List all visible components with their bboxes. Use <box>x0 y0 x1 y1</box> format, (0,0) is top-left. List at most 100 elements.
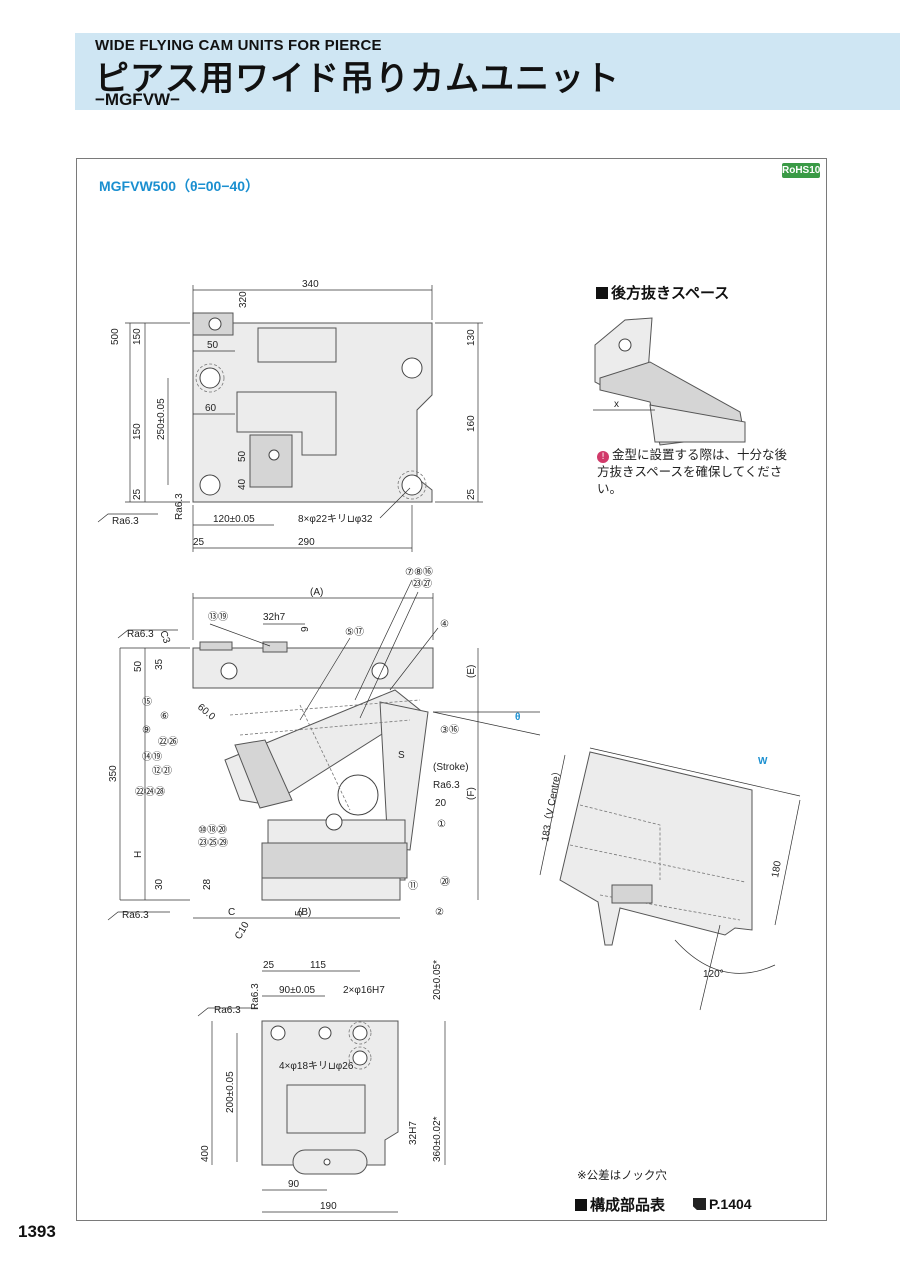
dim-200: 200±0.05 <box>225 1071 236 1113</box>
dim-250: 250±0.05 <box>156 398 167 440</box>
dim-25-bot: 25 <box>263 960 275 971</box>
callout-9: ⑨ <box>142 725 151 736</box>
tolerance-note: ※公差はノック穴 <box>577 1168 667 1182</box>
center-hole <box>268 449 280 461</box>
callout-5-17: ⑤⑰ <box>345 626 364 638</box>
callout-11: ⑪ <box>408 880 418 892</box>
dim-60: 60 <box>205 403 217 414</box>
callout-14-19: ⑭⑲ <box>142 751 162 763</box>
dim-25b: 25 <box>193 537 205 548</box>
side-view: W 183（V Centre） 180 120° <box>539 747 801 1011</box>
bolt-hole <box>199 474 221 496</box>
dim-130: 130 <box>466 329 477 346</box>
dim-28: 28 <box>202 878 213 890</box>
callout-2: ② <box>435 907 444 918</box>
tab-hole <box>208 317 222 331</box>
bolt-hole <box>401 357 423 379</box>
top-view: 340 500 150 150 25 320 50 60 250±0.05 50… <box>97 279 483 552</box>
dim-190: 190 <box>320 1201 337 1212</box>
callout-15: ⑮ <box>142 696 152 708</box>
parts-table-text: 構成部品表 <box>590 1196 666 1214</box>
ra-top-2: Ra6.3 <box>174 493 185 520</box>
rear-space-title-text: 後方抜きスペース <box>611 284 730 302</box>
product-code: −MGFVW− <box>95 90 181 109</box>
dim-50: 50 <box>207 340 219 351</box>
title-japanese: ピアス用ワイド吊りカムユニット <box>95 59 620 99</box>
callout-1: ① <box>437 819 446 830</box>
caution-icon: ! <box>597 451 609 463</box>
mid-pocket <box>236 391 337 456</box>
rear-space-note: !金型に設置する際は、十分な後方抜きスペースを確保してください。 <box>597 446 787 497</box>
rear-space-x: x <box>614 399 619 410</box>
parts-ref-link[interactable]: P.1404 <box>693 1196 752 1212</box>
dim-40: 40 <box>237 478 248 490</box>
drawing-frame <box>76 158 827 1221</box>
counterbore <box>397 470 427 500</box>
parts-table-title: 構成部品表 <box>575 1194 665 1215</box>
dim-B: (B) <box>298 907 311 918</box>
dim-350: 350 <box>108 765 119 782</box>
ra-front-1: Ra6.3 <box>127 629 154 640</box>
dim-50f: 50 <box>133 660 144 672</box>
callout-20: ⑳ <box>440 876 450 888</box>
ra-front-3: Ra6.3 <box>122 910 149 921</box>
callout-13-19: ⑬⑲ <box>208 611 228 623</box>
rohs-badge: RoHS10 <box>782 163 821 178</box>
parts-ref-text: P.1404 <box>709 1196 752 1212</box>
dim-C: C <box>228 907 235 918</box>
bolt-hole <box>199 367 221 389</box>
counterbore <box>195 363 225 393</box>
side-body <box>559 751 753 946</box>
dim-160: 160 <box>466 415 477 432</box>
callout-3-16: ③⑯ <box>440 724 459 736</box>
callout-23-25-29: ㉓㉕㉙ <box>198 837 228 849</box>
rear-space-note-text: 金型に設置する際は、十分な後方抜きスペースを確保してください。 <box>597 447 788 496</box>
header-band <box>75 33 900 110</box>
dim-180: 180 <box>770 860 784 879</box>
square-bullet-icon <box>596 287 608 299</box>
front-view: (A) 32h7 9 50 35 350 H 30 28 60.0 (E) (F… <box>107 566 541 942</box>
dim-C10: C10 <box>233 920 252 942</box>
callout-7-8-16: ⑦⑧⑯ <box>405 566 433 578</box>
dim-183: 183（V Centre） <box>539 765 564 842</box>
dim-C3: C3 <box>157 629 172 645</box>
page-reference-icon <box>693 1198 706 1210</box>
dim-9: 9 <box>300 626 311 632</box>
dim-340: 340 <box>302 279 319 290</box>
callout-6: ⑥ <box>160 711 169 722</box>
dim-20tol: 20±0.05* <box>432 960 443 1000</box>
dim-5: 5 <box>294 910 305 916</box>
dim-90tol: 90±0.05 <box>279 985 316 996</box>
dim-500: 500 <box>110 328 121 345</box>
dim-290: 290 <box>298 537 315 548</box>
dim-32H7: 32H7 <box>408 1121 419 1145</box>
model-label: MGFVW500（θ=00−40） <box>99 178 260 194</box>
bottom-view: 25 115 90±0.05 2×φ16H7 20±0.05* Ra6.3 Ra… <box>197 960 446 1213</box>
dim-60-0: 60.0 <box>195 702 217 723</box>
rear-space-title: 後方抜きスペース <box>596 282 729 303</box>
top-pocket <box>257 327 337 363</box>
dim-50b: 50 <box>237 450 248 462</box>
rear-space-sketch: x <box>593 317 746 446</box>
callout-4: ④ <box>440 619 449 630</box>
dim-25a: 25 <box>132 488 143 500</box>
dim-4holes: 4×φ18キリ⊔φ26 <box>279 1061 354 1072</box>
dim-120: 120±0.05 <box>213 514 255 525</box>
dim-8holes: 8×φ22キリ⊔φ32 <box>298 514 373 525</box>
dim-2holes: 2×φ16H7 <box>343 985 385 996</box>
dim-120deg: 120° <box>703 969 724 980</box>
dim-W: W <box>758 756 768 767</box>
dim-32h7: 32h7 <box>263 612 286 623</box>
dim-A: (A) <box>310 587 323 598</box>
dim-35: 35 <box>154 658 165 670</box>
dim-H: H <box>133 851 144 858</box>
ra-front-2: Ra6.3 <box>433 780 460 791</box>
callout-10-18-20: ⑩⑱⑳ <box>198 824 227 836</box>
dim-115: 115 <box>310 960 326 971</box>
dim-150b: 150 <box>132 423 143 440</box>
bottom-pocket <box>286 1084 366 1134</box>
dim-E: (E) <box>466 665 477 678</box>
square-bullet-icon <box>575 1199 587 1211</box>
dim-theta: θ <box>515 712 520 723</box>
